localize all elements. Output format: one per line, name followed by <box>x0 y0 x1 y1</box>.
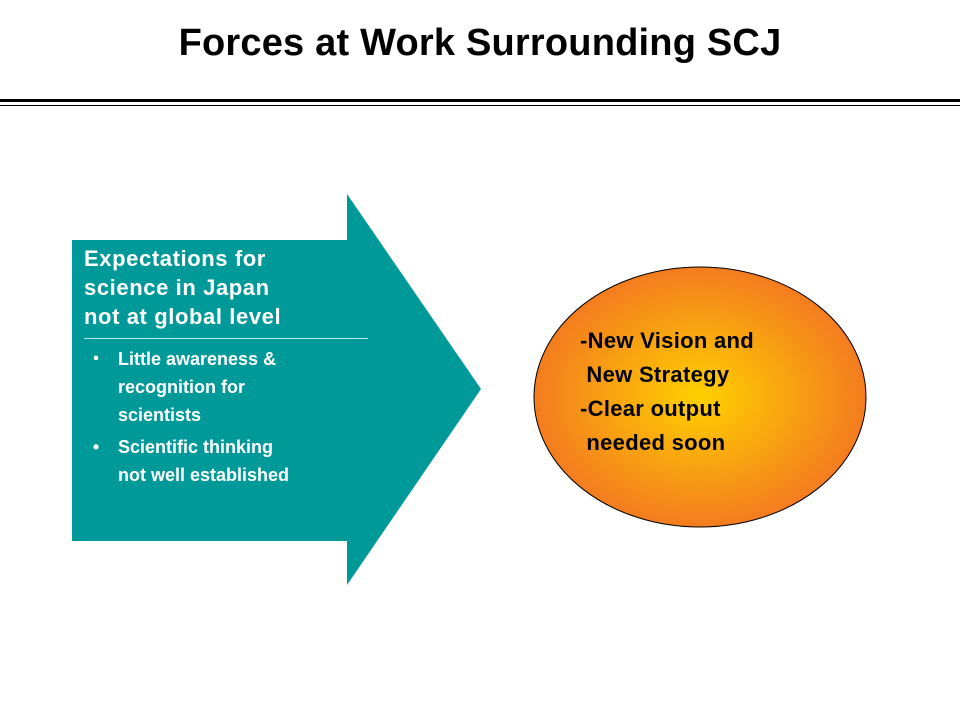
bullet-line: scientists <box>118 405 202 425</box>
arrow-heading-line: not at global level <box>84 304 282 329</box>
arrow-bullet-list: ・ Little awareness & recognition for sci… <box>72 345 372 489</box>
bullet-mark: ・ <box>87 349 105 369</box>
title-rule-thin <box>0 105 960 106</box>
bullet-line: Little awareness & <box>118 349 277 369</box>
arrow-heading-line: Expectations for <box>84 246 266 271</box>
bullet-line: Scientific thinking <box>118 437 274 457</box>
oval-text-line: -Clear output <box>580 396 721 421</box>
bullet-mark: • <box>92 437 100 457</box>
forces-arrow-shape <box>72 194 481 585</box>
arrow-content: Expectations for science in Japan not at… <box>72 244 372 489</box>
title-rule-thick <box>0 99 960 102</box>
bullet-item-scientific-thinking: • Scientific thinking not well establish… <box>72 433 372 489</box>
oval-text-line: -New Vision and <box>580 328 755 353</box>
arrow-divider <box>84 338 368 339</box>
oval-text-line: New Strategy <box>580 362 730 387</box>
arrow-heading: Expectations for science in Japan not at… <box>84 244 372 331</box>
arrow-heading-line: science in Japan <box>84 275 270 300</box>
bullet-item-awareness: ・ Little awareness & recognition for sci… <box>72 345 372 429</box>
oval-text-line: needed soon <box>580 430 726 455</box>
bullet-line: recognition for <box>118 377 245 397</box>
bullet-line: not well established <box>118 465 290 485</box>
oval-text: -New Vision and New Strategy -Clear outp… <box>580 324 850 460</box>
slide-title: Forces at Work Surrounding SCJ <box>178 22 782 64</box>
outcome-oval-shape <box>533 266 867 528</box>
